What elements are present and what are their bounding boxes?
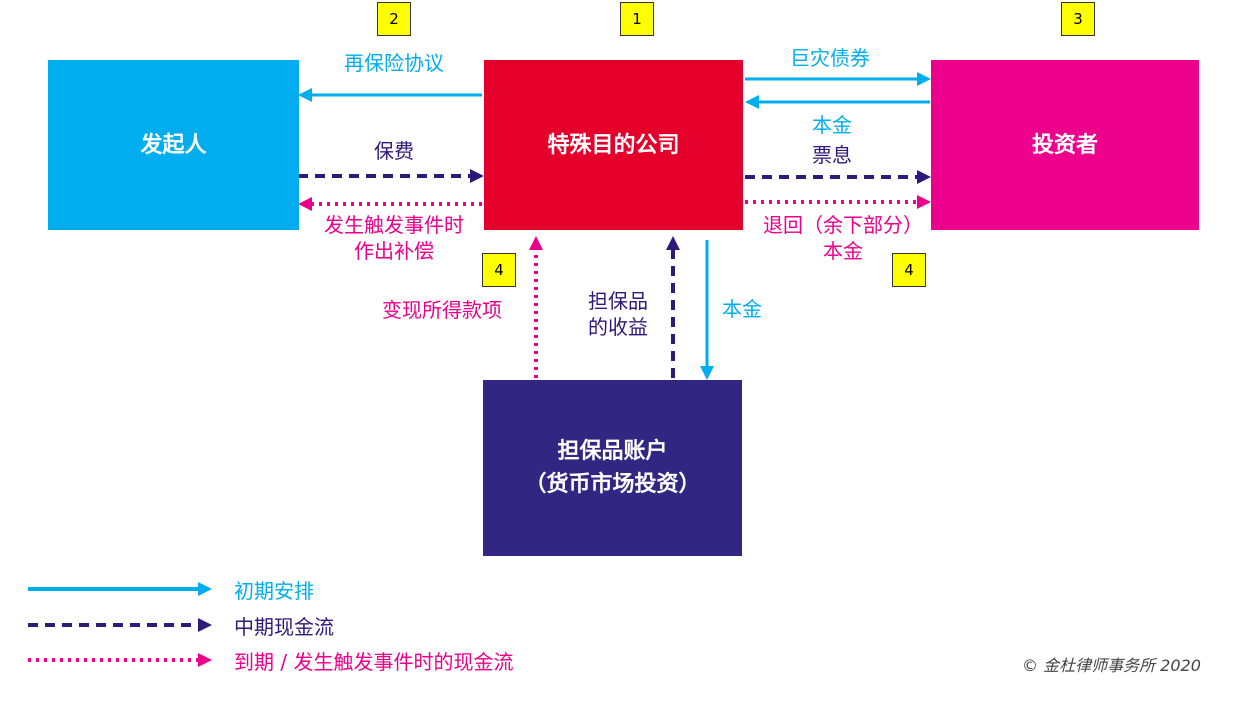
label-reinsurance-agreement: 再保险协议 bbox=[344, 51, 444, 75]
arrow-return-principal bbox=[745, 195, 931, 209]
arrow-principal-in bbox=[745, 95, 930, 109]
label-compensation-line1: 发生触发事件时 bbox=[324, 213, 464, 237]
arrow-compensation bbox=[298, 197, 482, 211]
label-compensation-line2: 作出补偿 bbox=[354, 239, 434, 263]
label-return-line2: 本金 bbox=[823, 239, 863, 263]
copyright-notice: © 金杜律师事务所 2020 bbox=[1022, 656, 1201, 675]
legend-interim-label: 中期现金流 bbox=[234, 615, 334, 639]
arrow-reinsurance-agreement bbox=[298, 88, 482, 102]
spv-label: 特殊目的公司 bbox=[547, 132, 680, 158]
badge-collateral: 4 bbox=[482, 253, 516, 287]
label-cat-bonds: 巨灾债券 bbox=[790, 46, 870, 70]
badge-spv: 1 bbox=[620, 2, 654, 36]
investors-label: 投资者 bbox=[1031, 132, 1098, 158]
legend-line-solid bbox=[28, 582, 212, 596]
sponsor-box: 发起人 bbox=[48, 60, 299, 230]
spv-box: 特殊目的公司 bbox=[484, 60, 743, 230]
collateral-label-line2: （货币市场投资） bbox=[524, 472, 701, 497]
sponsor-label: 发起人 bbox=[140, 132, 207, 158]
arrow-principal-down bbox=[700, 240, 714, 380]
arrow-coupon bbox=[745, 170, 931, 184]
collateral-label-line1: 担保品账户 bbox=[557, 439, 668, 464]
badge-reinsurance: 2 bbox=[377, 2, 411, 36]
arrow-premium bbox=[298, 169, 484, 183]
badge-return-principal: 4 bbox=[892, 253, 926, 287]
label-liquidation-proceeds: 变现所得款项 bbox=[382, 298, 502, 322]
label-collateral-returns-line2: 的收益 bbox=[588, 315, 648, 339]
collateral-account-box: 担保品账户 （货币市场投资） bbox=[483, 380, 742, 556]
arrow-cat-bonds bbox=[745, 72, 931, 86]
investors-box: 投资者 bbox=[931, 60, 1199, 230]
label-compensation: 发生触发事件时 作出补偿 bbox=[314, 212, 474, 264]
label-return-line1: 退回（余下部分） bbox=[763, 213, 923, 237]
legend-maturity-label: 到期 / 发生触发事件时的现金流 bbox=[234, 650, 514, 674]
label-return-principal: 退回（余下部分） 本金 bbox=[745, 212, 941, 264]
legend-line-dotted bbox=[28, 653, 212, 667]
label-principal-in: 本金 bbox=[812, 113, 852, 137]
label-collateral-returns-line1: 担保品 bbox=[588, 289, 648, 313]
label-coupon: 票息 bbox=[812, 143, 852, 167]
label-collateral-returns: 担保品 的收益 bbox=[588, 288, 648, 340]
arrow-liquidation-proceeds bbox=[529, 236, 543, 378]
label-principal-down: 本金 bbox=[722, 297, 762, 321]
legend-initial-label: 初期安排 bbox=[234, 579, 314, 603]
label-premium: 保费 bbox=[374, 139, 414, 163]
badge-investors: 3 bbox=[1061, 2, 1095, 36]
legend-line-dashed bbox=[28, 618, 212, 632]
arrow-collateral-returns bbox=[666, 236, 680, 378]
